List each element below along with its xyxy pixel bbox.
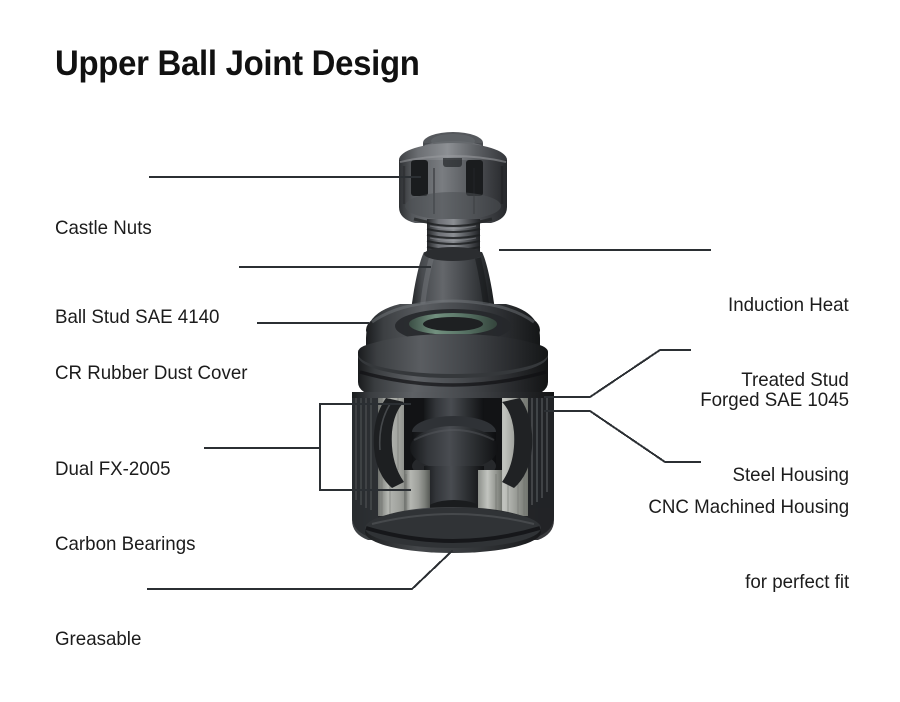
callout-induction-heat-line-1: Induction Heat [728, 294, 849, 316]
callout-cnc-machined-housing: CNC Machined Housing for perfect fit [648, 445, 849, 645]
callout-ball-stud-line-1: Ball Stud SAE 4140 [55, 306, 220, 328]
callout-ball-stud: Ball Stud SAE 4140 [55, 255, 219, 380]
leader-lines [147, 176, 711, 590]
leader-cnc-housing [544, 410, 701, 463]
callout-dust-cover: CR Rubber Dust Cover [55, 311, 247, 436]
callout-greasable-line-1: Greasable [55, 628, 142, 650]
leader-forged-housing [544, 349, 691, 398]
callout-castle-nuts: Castle Nuts [55, 166, 152, 291]
callout-greasable: Greasable [55, 577, 141, 702]
ball-joint-cutaway-photo [352, 132, 554, 553]
callout-carbon-bearings-line-1: Dual FX-2005 [55, 458, 171, 480]
callout-carbon-bearings: Dual FX-2005 Carbon Bearings [55, 407, 195, 607]
page-title: Upper Ball Joint Design [55, 44, 420, 83]
callout-cnc-housing-line-1: CNC Machined Housing [648, 496, 849, 518]
diagram-canvas: Upper Ball Joint Design [55, 44, 849, 650]
callout-dust-cover-line-1: CR Rubber Dust Cover [55, 362, 248, 384]
callout-cnc-housing-line-2: for perfect fit [744, 571, 849, 593]
callout-induction-heat-line-2: Treated Stud [741, 369, 849, 391]
bracket-carbon-bearings [319, 403, 411, 491]
callout-forged-housing-line-2: Steel Housing [732, 464, 849, 486]
callout-forged-steel-housing: Forged SAE 1045 Steel Housing [700, 338, 849, 538]
callout-castle-nuts-line-1: Castle Nuts [55, 217, 152, 239]
callout-induction-heat-treated-stud: Induction Heat Treated Stud [728, 243, 849, 443]
leader-greasable [147, 549, 454, 590]
callout-forged-housing-line-1: Forged SAE 1045 [700, 389, 849, 411]
callout-carbon-bearings-line-2: Carbon Bearings [55, 533, 196, 555]
